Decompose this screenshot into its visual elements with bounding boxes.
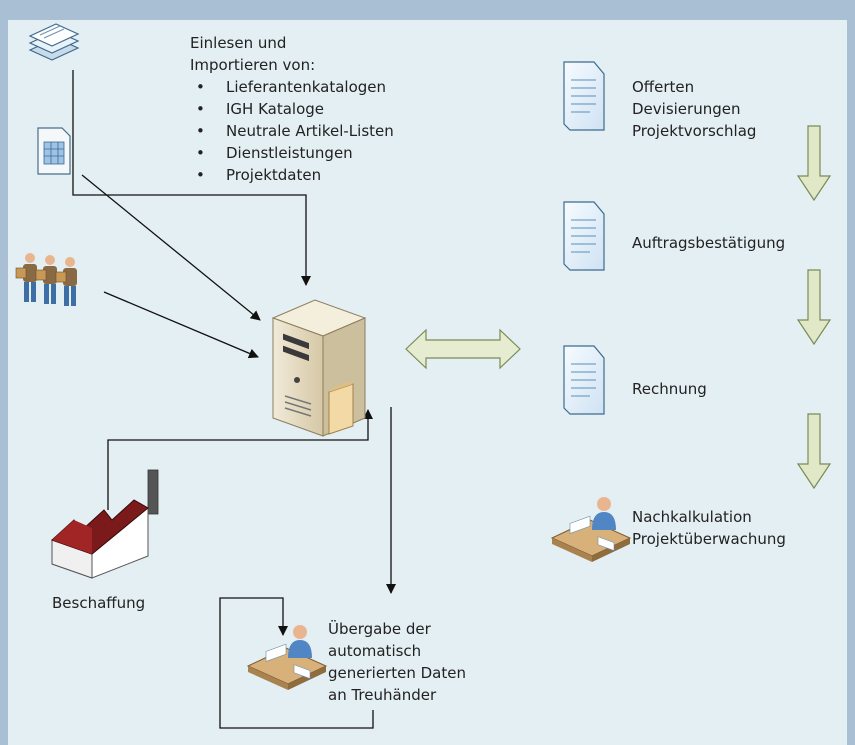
down-arrow-icon <box>796 413 832 490</box>
list-item: Lieferantenkatalogen <box>190 76 394 98</box>
document-label-line: Devisierungen <box>632 100 741 118</box>
loop-handover <box>219 597 374 729</box>
document-label-line: Projektvorschlag <box>632 122 757 140</box>
document-label-line: Auftragsbestätigung <box>632 234 786 252</box>
handover-line: generierten Daten <box>328 664 466 682</box>
handover-line: an Treuhänder <box>328 686 437 704</box>
factory-icon <box>51 469 159 579</box>
import-list: Lieferantenkatalogen IGH Kataloge Neutra… <box>190 76 394 186</box>
person-at-desk-icon <box>246 625 328 690</box>
arrow-spreadsheet-to-server <box>81 174 261 321</box>
document-label-confirmation: Auftragsbestätigung <box>632 232 785 254</box>
list-item: Dienstleistungen <box>190 142 394 164</box>
import-heading-line-2: Importieren von: <box>190 56 316 74</box>
document-label-line: Rechnung <box>632 380 707 398</box>
document-icon <box>563 201 605 271</box>
workers-group-icon <box>15 253 77 306</box>
post-calc-line: Projektüberwachung <box>632 530 786 548</box>
spreadsheet-document-icon <box>37 127 71 175</box>
document-icon <box>563 345 605 415</box>
arrow-papers-to-server <box>72 70 311 286</box>
arrow-factory-to-server <box>107 409 373 510</box>
document-label-offer: Offerten Devisierungen Projektvorschlag <box>632 76 756 142</box>
person-at-desk-icon <box>550 497 632 562</box>
arrow-workers-to-server <box>103 291 259 359</box>
document-label-line: Offerten <box>632 78 695 96</box>
procurement-label: Beschaffung <box>52 594 146 612</box>
post-calculation-label: Nachkalkulation Projektüberwachung <box>632 506 786 550</box>
stacked-papers-icon <box>28 23 80 61</box>
import-heading-line-1: Einlesen und <box>190 34 287 52</box>
double-arrow-icon <box>405 328 521 370</box>
handover-line: Übergabe der <box>328 620 431 638</box>
list-item: Neutrale Artikel-Listen <box>190 120 394 142</box>
down-arrow-icon <box>796 269 832 346</box>
diagram-canvas: Einlesen und Importieren von: Lieferante… <box>8 20 847 745</box>
down-arrow-icon <box>796 125 832 202</box>
diagram-graphics <box>15 23 832 729</box>
document-label-invoice: Rechnung <box>632 378 707 400</box>
handover-line: automatisch <box>328 642 422 660</box>
server-tower-icon <box>271 299 367 437</box>
import-block: Einlesen und Importieren von: Lieferante… <box>190 32 394 186</box>
document-icon <box>563 61 605 131</box>
list-item: IGH Kataloge <box>190 98 394 120</box>
post-calc-line: Nachkalkulation <box>632 508 752 526</box>
handover-label: Übergabe der automatisch generierten Dat… <box>328 618 466 706</box>
list-item: Projektdaten <box>190 164 394 186</box>
